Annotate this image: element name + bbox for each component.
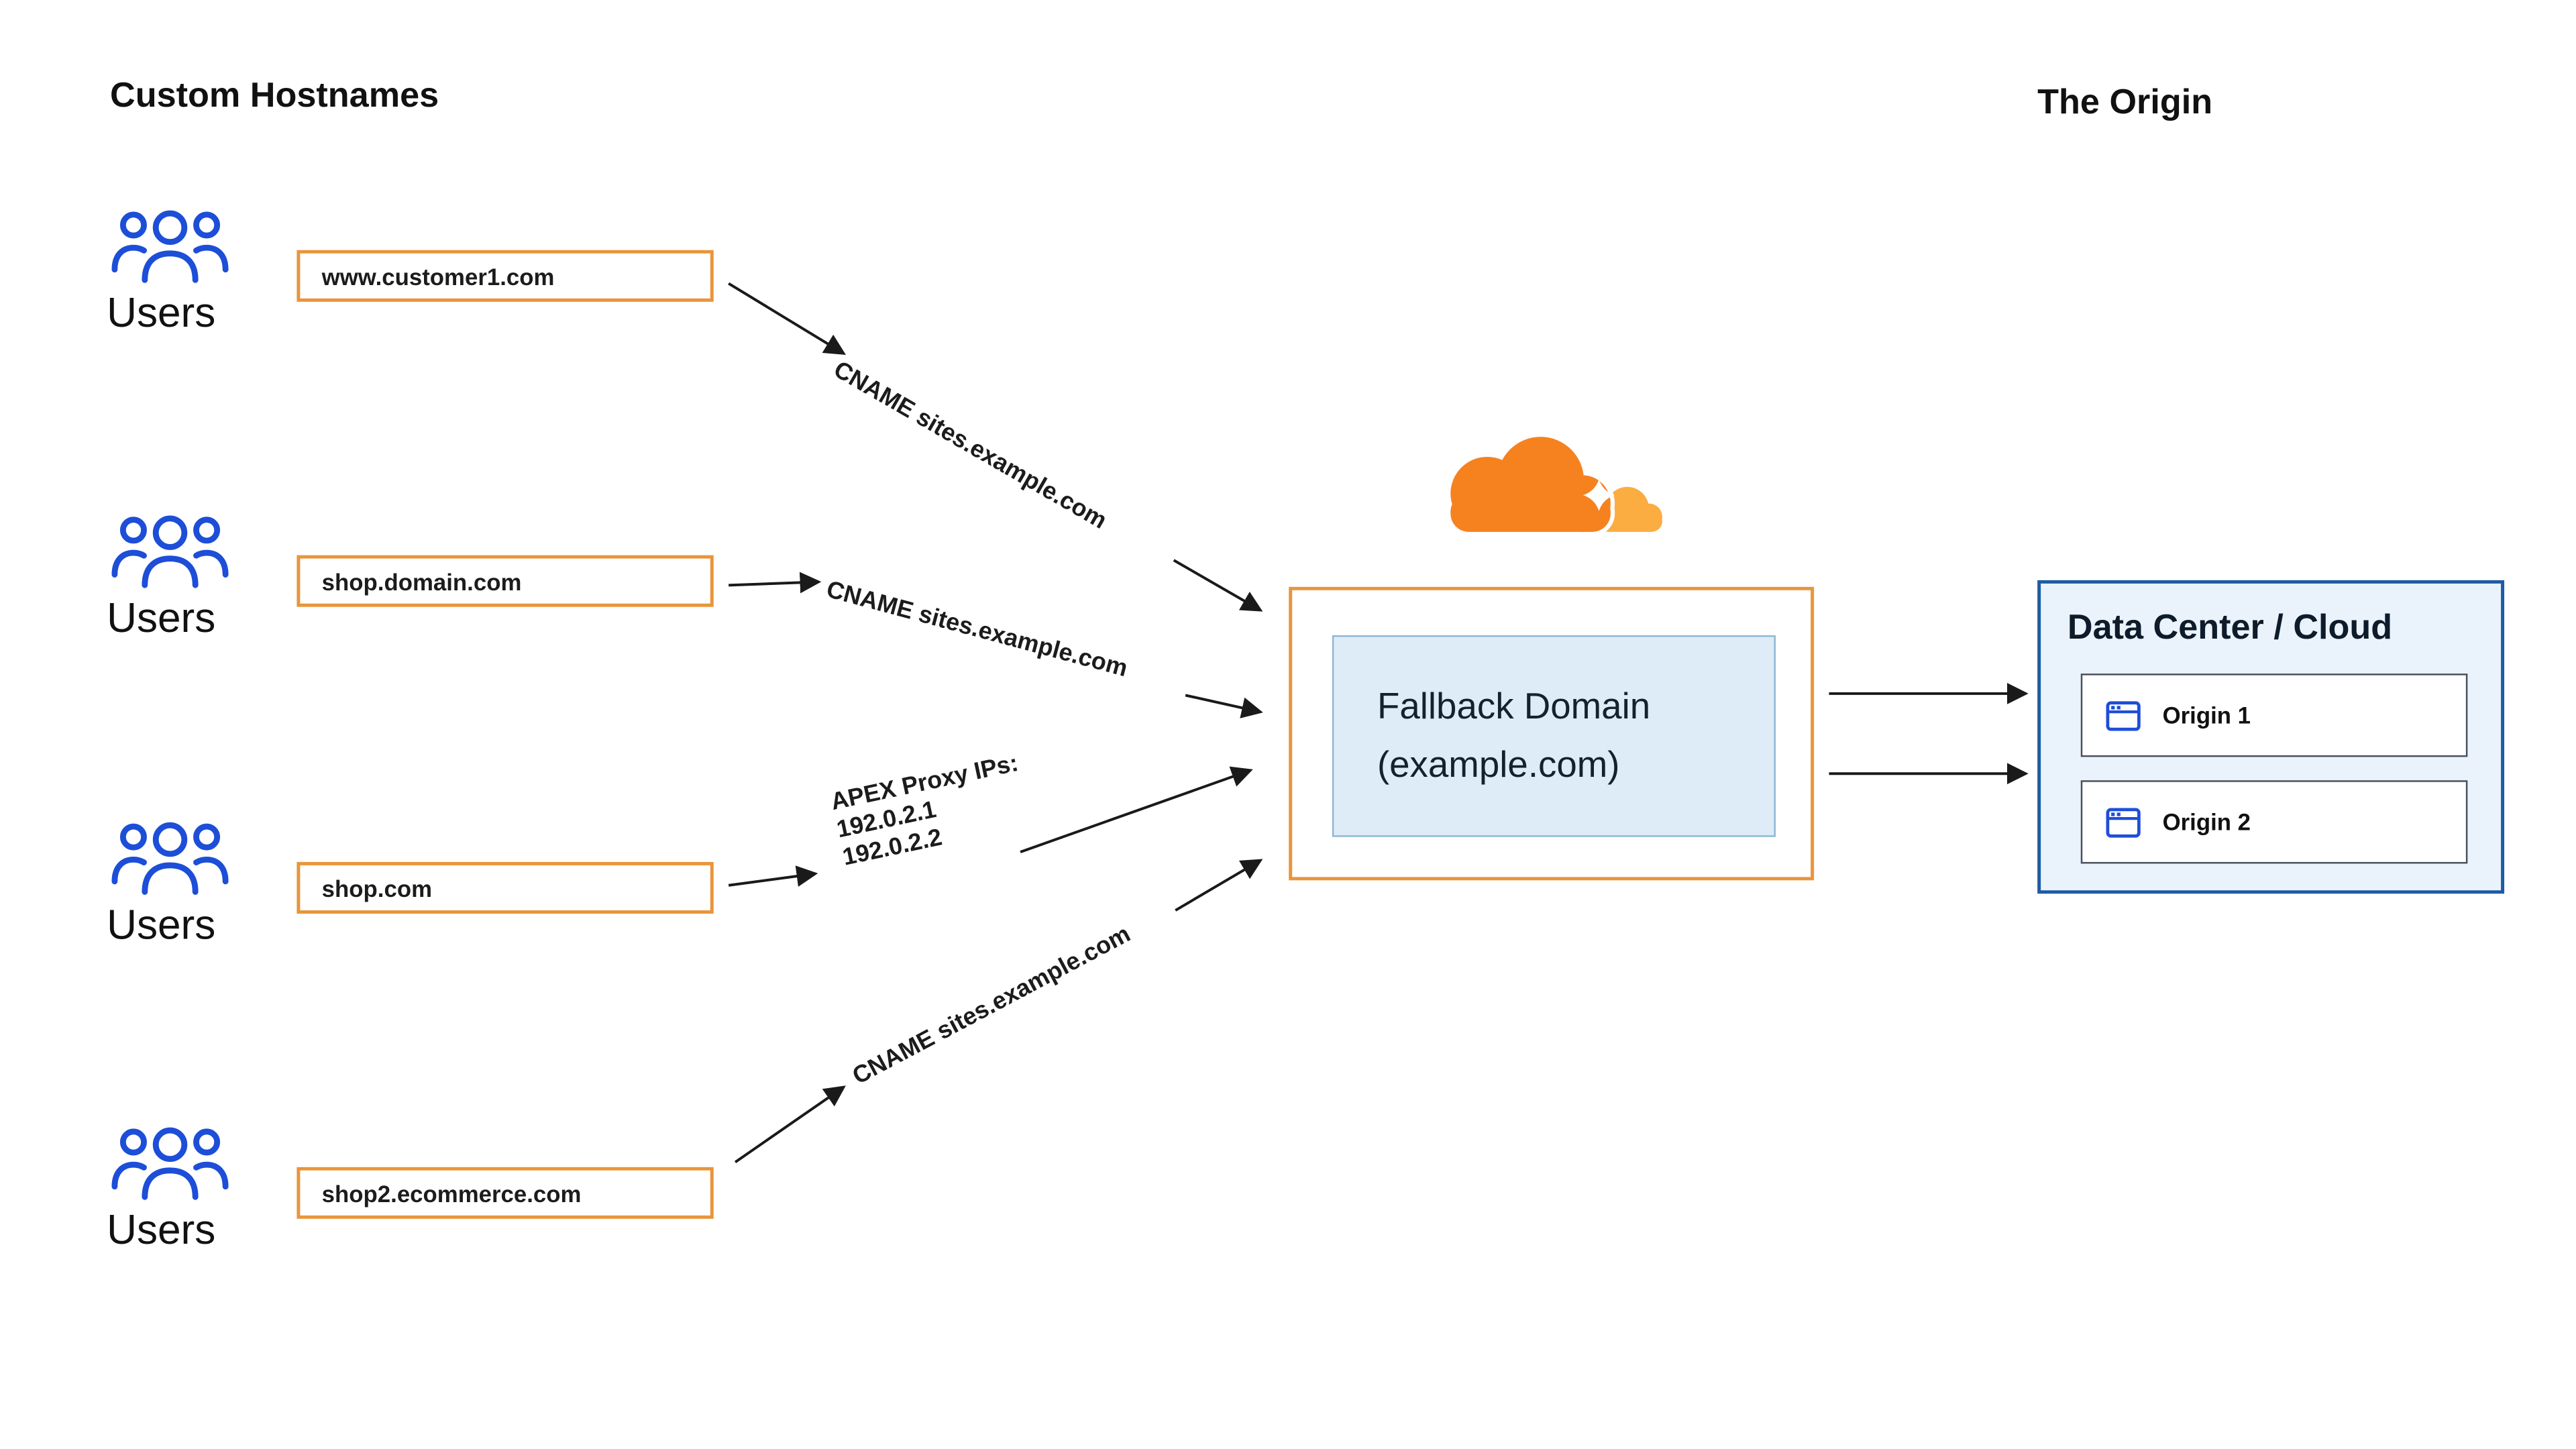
left-section-title: Custom Hostnames: [110, 76, 439, 115]
browser-window-icon: [2106, 700, 2141, 731]
origin-panel: Data Center / Cloud Origin 1 Origin 2: [2037, 580, 2505, 894]
connection-label-cname-2: CNAME sites.example.com: [823, 576, 1130, 684]
connection-label-apex: APEX Proxy IPs: 192.0.2.1 192.0.2.2: [828, 751, 1033, 873]
cloudflare-logo: [1446, 432, 1662, 537]
user-group-3: Users: [107, 818, 274, 950]
fallback-domain-line-2: (example.com): [1377, 743, 1620, 786]
hostname-box-customer1: www.customer1.com: [297, 250, 714, 302]
right-section-title: The Origin: [2037, 83, 2213, 122]
origin-item-1: Origin 1: [2080, 674, 2468, 757]
fallback-domain-box: Fallback Domain (example.com): [1332, 635, 1776, 837]
origin-item-label: Origin 2: [2162, 808, 2251, 836]
fallback-domain-line-1: Fallback Domain: [1377, 685, 1651, 727]
users-label: Users: [107, 595, 216, 642]
arrow-host1-to-label: [728, 282, 847, 355]
user-group-1: Users: [107, 207, 274, 338]
users-icon: [110, 818, 230, 895]
user-group-4: Users: [107, 1124, 274, 1255]
cloudflare-main-cloud: [1450, 437, 1611, 532]
cloudflare-sparkle: [1582, 479, 1615, 511]
arrow-label4-to-cloudflare: [1175, 859, 1263, 912]
hostname-box-shop-domain: shop.domain.com: [297, 555, 714, 607]
arrow-host3-to-label: [728, 865, 818, 887]
origin-panel-title: Data Center / Cloud: [2067, 608, 2393, 647]
origin-item-label: Origin 1: [2162, 702, 2251, 729]
users-icon: [110, 1124, 230, 1200]
arrow-host4-to-label: [734, 1085, 846, 1163]
arrow-label3-to-cloudflare: [1020, 766, 1253, 853]
origin-item-2: Origin 2: [2080, 780, 2468, 864]
users-label: Users: [107, 1207, 216, 1254]
arrow-label2-to-cloudflare: [1185, 694, 1263, 718]
users-label: Users: [107, 902, 216, 949]
browser-window-icon: [2106, 806, 2141, 838]
user-group-2: Users: [107, 512, 274, 643]
users-label: Users: [107, 290, 216, 337]
connection-label-cname-1: CNAME sites.example.com: [828, 356, 1111, 535]
arrow-label1-to-cloudflare: [1173, 559, 1263, 612]
arrow-host2-to-label: [729, 572, 822, 594]
connection-label-cname-4: CNAME sites.example.com: [849, 921, 1136, 1091]
users-icon: [110, 512, 230, 588]
hostname-box-shop2: shop2.ecommerce.com: [297, 1167, 714, 1219]
users-icon: [110, 207, 230, 283]
fallback-container: Fallback Domain (example.com): [1289, 586, 1815, 881]
hostname-box-shop: shop.com: [297, 861, 714, 914]
